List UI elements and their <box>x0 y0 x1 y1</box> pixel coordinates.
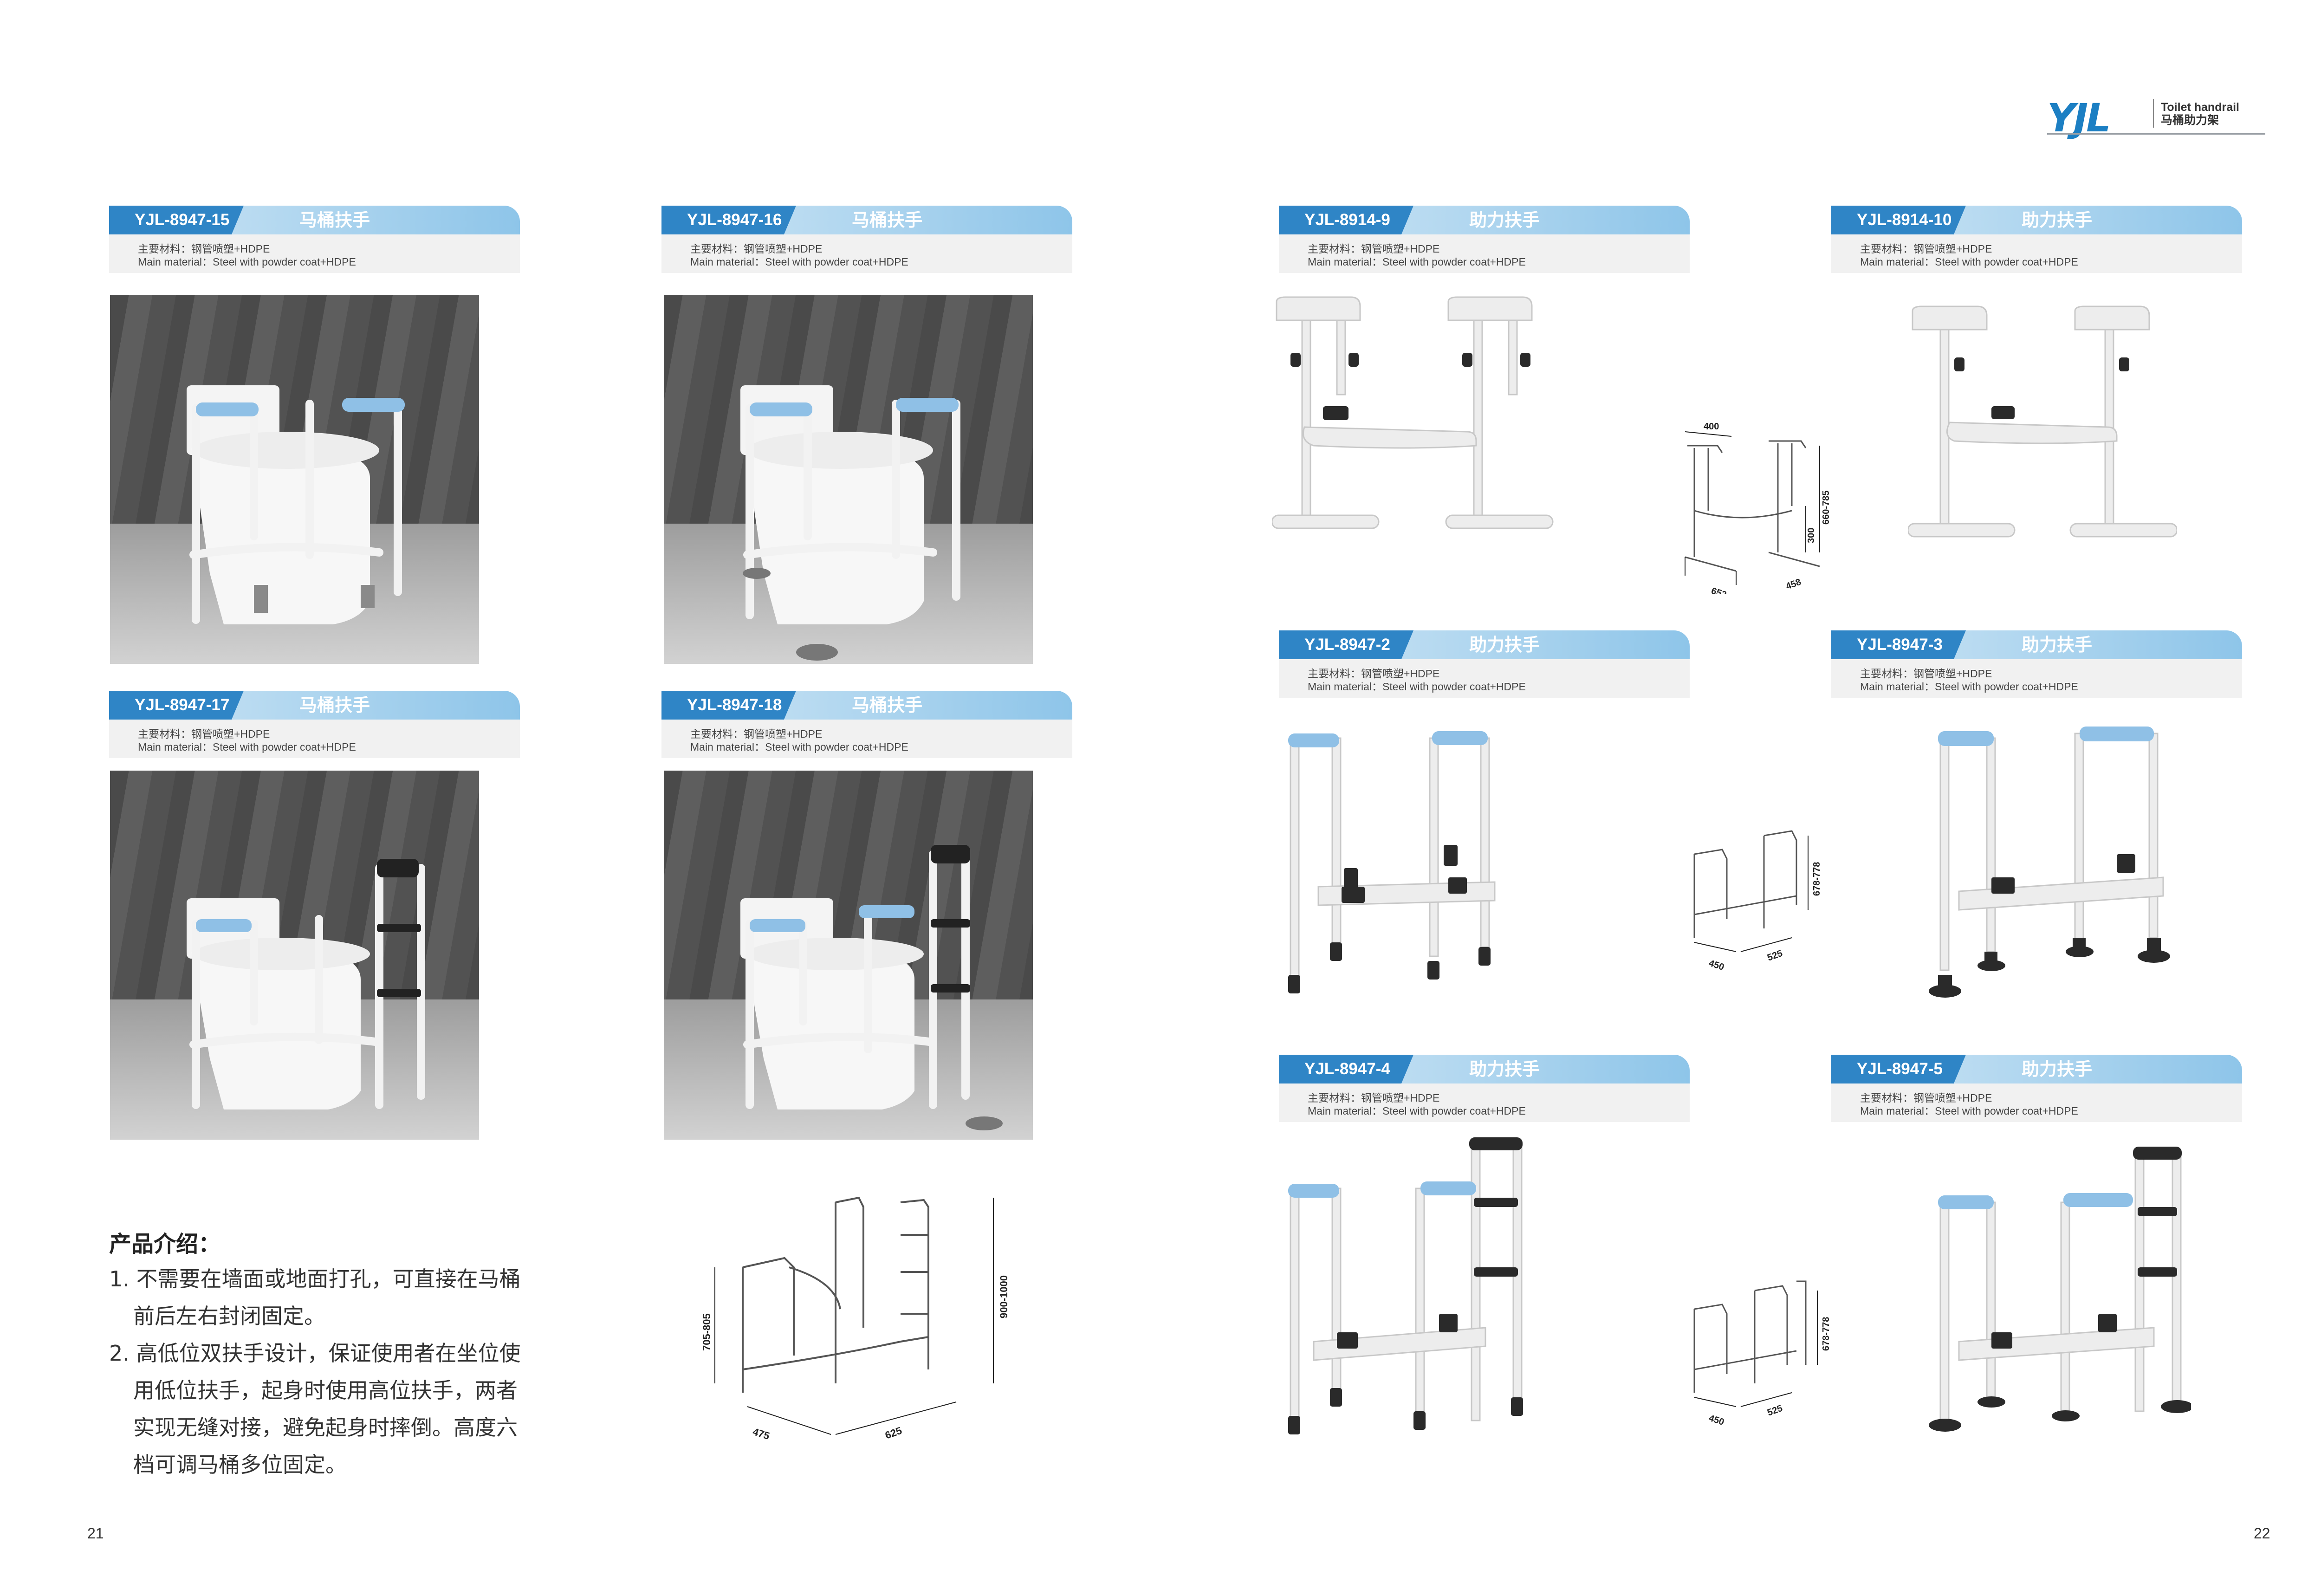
product-name: 马桶扶手 <box>299 695 370 715</box>
product-image-8947-2 <box>1288 731 1496 993</box>
brand-logo: YJL Toilet handrail 马桶助力架 <box>2047 95 2265 141</box>
dim-seat: 300 <box>1806 528 1816 543</box>
product-header-8914-10: YJL-8914-10 助力扶手 主要材料：钢管喷塑+HDPE Main mat… <box>1831 206 2242 273</box>
material-cn: 主要材料：钢管喷塑+HDPE <box>1860 243 1992 255</box>
intro-item-2: 2. 高低位双扶手设计，保证使用者在坐位使 用低位扶手，起身时使用高位扶手，两者… <box>109 1335 521 1483</box>
product-name: 助力扶手 <box>2022 635 2093 655</box>
dim-top: 400 <box>1704 422 1719 432</box>
material-cn: 主要材料：钢管喷塑+HDPE <box>690 728 823 740</box>
material-cn: 主要材料：钢管喷塑+HDPE <box>1308 243 1440 255</box>
intro-title: 产品介绍： <box>109 1231 221 1257</box>
material-cn: 主要材料：钢管喷塑+HDPE <box>1860 668 1992 680</box>
item-line: 不需要在墙面或地面打孔，可直接在马桶 <box>136 1266 521 1291</box>
product-code: YJL-8947-18 <box>661 691 796 720</box>
product-name: 助力扶手 <box>1469 210 1540 230</box>
product-code: YJL-8947-17 <box>109 691 244 720</box>
product-code: YJL-8947-2 <box>1279 630 1413 659</box>
item-line: 用低位扶手，起身时使用高位扶手，两者 <box>133 1378 518 1403</box>
product-name: 马桶扶手 <box>299 210 370 230</box>
dimension-drawing-8947-4: 450 525 678-778 <box>1693 1280 1831 1427</box>
material-en: Main material：Steel with powder coat+HDP… <box>1860 256 2078 268</box>
material-cn: 主要材料：钢管喷塑+HDPE <box>1308 1092 1440 1104</box>
item-line: 高低位双扶手设计，保证使用者在坐位使 <box>136 1341 521 1366</box>
material-cn: 主要材料：钢管喷塑+HDPE <box>138 728 270 740</box>
dim-low-height: 705-805 <box>701 1313 713 1351</box>
dim-height: 678-778 <box>1812 862 1822 896</box>
dim-high-height: 900-1000 <box>998 1275 1010 1318</box>
material-en: Main material：Steel with powder coat+HDP… <box>1860 681 2078 693</box>
material-en: Main material：Steel with powder coat+HDP… <box>138 256 356 268</box>
material-en: Main material：Steel with powder coat+HDP… <box>1308 256 1526 268</box>
dim-width: 652 <box>1710 586 1728 594</box>
product-image-8947-3 <box>1929 727 2170 998</box>
item-line: 前后左右封闭固定。 <box>133 1304 325 1329</box>
dim-depth: 458 <box>1784 577 1802 592</box>
product-header-8947-2: YJL-8947-2 助力扶手 主要材料：钢管喷塑+HDPE Main mate… <box>1279 630 1690 698</box>
dim-width: 475 <box>751 1426 771 1442</box>
product-code: YJL-8947-3 <box>1831 630 1966 659</box>
product-code: YJL-8947-4 <box>1279 1055 1413 1083</box>
product-image-8947-4 <box>1288 1137 1523 1434</box>
material-cn: 主要材料：钢管喷塑+HDPE <box>1308 668 1440 680</box>
material-en: Main material：Steel with powder coat+HDP… <box>1308 1105 1526 1117</box>
product-photo-8947-16 <box>664 295 1033 664</box>
dim-width: 450 <box>1707 1413 1725 1427</box>
product-header-8947-5: YJL-8947-5 助力扶手 主要材料：钢管喷塑+HDPE Main mate… <box>1831 1055 2242 1122</box>
dim-height: 660-785 <box>1821 491 1831 525</box>
product-header-8947-15: YJL-8947-15 马桶扶手 主要材料：钢管喷塑+HDPE Main mat… <box>109 206 520 273</box>
material-cn: 主要材料：钢管喷塑+HDPE <box>1860 1092 1992 1104</box>
material-en: Main material：Steel with powder coat+HDP… <box>1308 681 1526 693</box>
material-en: Main material：Steel with powder coat+HDP… <box>138 741 356 753</box>
product-photo-8947-15 <box>110 295 479 664</box>
product-name: 马桶扶手 <box>852 695 923 715</box>
page-number-left: 21 <box>87 1525 104 1542</box>
page-number-right: 22 <box>2254 1525 2270 1542</box>
material-cn: 主要材料：钢管喷塑+HDPE <box>138 243 270 255</box>
item-line: 实现无缝对接，避免起身时摔倒。高度六 <box>133 1415 518 1440</box>
product-header-8947-3: YJL-8947-3 助力扶手 主要材料：钢管喷塑+HDPE Main mate… <box>1831 630 2242 698</box>
product-photo-8947-18 <box>664 771 1033 1140</box>
product-header-8947-16: YJL-8947-16 马桶扶手 主要材料：钢管喷塑+HDPE Main mat… <box>661 206 1072 273</box>
logo-divider <box>2153 99 2154 128</box>
product-code: YJL-8914-9 <box>1279 206 1413 234</box>
product-name: 助力扶手 <box>1469 1059 1540 1079</box>
item-line: 档可调马桶多位固定。 <box>133 1452 347 1477</box>
item-number: 1. <box>109 1266 130 1291</box>
dim-depth: 525 <box>1766 1403 1784 1418</box>
logo-tagline-en: Toilet handrail <box>2161 101 2239 114</box>
product-header-8947-17: YJL-8947-17 马桶扶手 主要材料：钢管喷塑+HDPE Main mat… <box>109 691 520 758</box>
material-cn: 主要材料：钢管喷塑+HDPE <box>690 243 823 255</box>
product-image-8947-5 <box>1929 1147 2191 1432</box>
product-header-8947-4: YJL-8947-4 助力扶手 主要材料：钢管喷塑+HDPE Main mate… <box>1279 1055 1690 1122</box>
dimension-drawing-8914: 400 652 458 660-785 300 <box>1685 422 1831 594</box>
product-code: YJL-8947-15 <box>109 206 244 234</box>
product-name: 助力扶手 <box>2022 210 2093 230</box>
product-code: YJL-8947-5 <box>1831 1055 1966 1083</box>
logo-tagline-cn: 马桶助力架 <box>2161 114 2219 127</box>
product-header-8947-18: YJL-8947-18 马桶扶手 主要材料：钢管喷塑+HDPE Main mat… <box>661 691 1072 758</box>
material-en: Main material：Steel with powder coat+HDP… <box>690 256 908 268</box>
dim-depth: 625 <box>883 1425 903 1441</box>
material-en: Main material：Steel with powder coat+HDP… <box>1860 1105 2078 1117</box>
material-en: Main material：Steel with powder coat+HDP… <box>690 741 908 753</box>
product-name: 助力扶手 <box>2022 1059 2093 1079</box>
item-number: 2. <box>109 1341 130 1366</box>
product-name: 助力扶手 <box>1469 635 1540 655</box>
intro-item-1: 1. 不需要在墙面或地面打孔，可直接在马桶 前后左右封闭固定。 <box>109 1260 521 1335</box>
product-code: YJL-8914-10 <box>1831 206 1966 234</box>
logo-mark: YJL <box>2047 95 2111 141</box>
dimension-drawing-8947-2: 450 525 678-778 <box>1693 830 1822 973</box>
dim-depth: 525 <box>1766 948 1784 963</box>
product-code: YJL-8947-16 <box>661 206 796 234</box>
logo-underline <box>2047 133 2265 135</box>
logo-tagline: Toilet handrail 马桶助力架 <box>2161 101 2239 127</box>
product-image-8914-9 <box>1272 296 1554 529</box>
dim-height: 678-778 <box>1821 1317 1831 1351</box>
dim-width: 450 <box>1707 958 1725 973</box>
product-header-8914-9: YJL-8914-9 助力扶手 主要材料：钢管喷塑+HDPE Main mate… <box>1279 206 1690 273</box>
product-name: 马桶扶手 <box>852 210 923 230</box>
product-image-8914-10 <box>1908 305 2177 538</box>
dimension-drawing-8947-18: 705-805 900-1000 475 625 <box>701 1196 1010 1442</box>
product-photo-8947-17 <box>110 771 479 1140</box>
